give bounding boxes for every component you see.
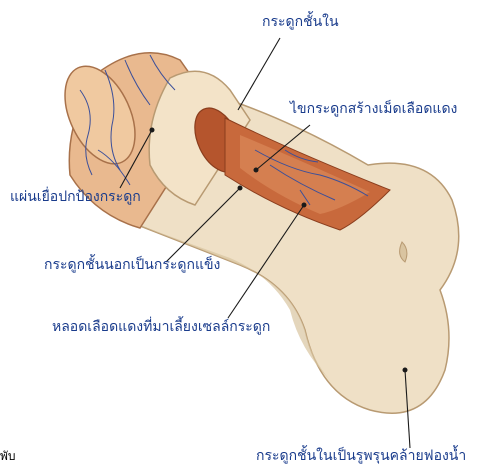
label-compact-bone: กระดูกชั้นนอกเป็นกระดูกแข็ง	[44, 257, 220, 273]
label-spongy-bone: กระดูกชั้นในเป็นรูพรุนคล้ายฟองน้ำ	[256, 448, 466, 464]
leader-inner-bone	[238, 38, 280, 110]
label-red-marrow: ไขกระดูกสร้างเม็ดเลือดแดง	[290, 101, 457, 117]
label-periosteum: แผ่นเยื่อปกป้องกระดูก	[10, 189, 141, 205]
label-blood-vessel: หลอดเลือดแดงที่มาเลี้ยงเซลล์กระดูก	[52, 319, 270, 335]
corner-text: พับ	[0, 448, 16, 464]
label-inner-bone: กระดูกชั้นใน	[262, 14, 339, 30]
